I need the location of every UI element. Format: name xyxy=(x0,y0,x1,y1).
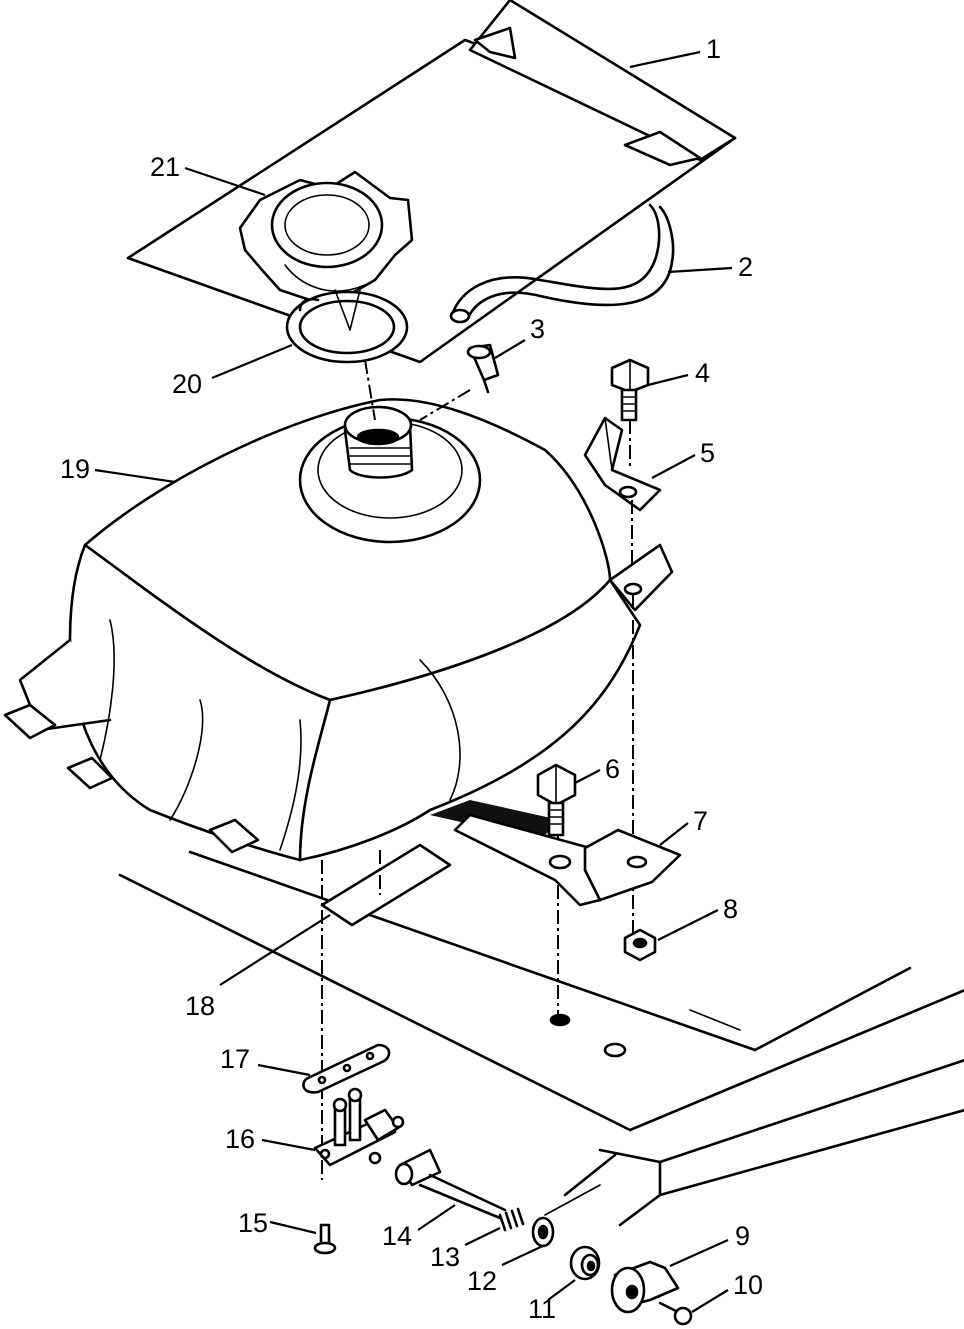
callout-2: 2 xyxy=(738,252,753,282)
frame-rails xyxy=(118,850,964,1227)
part-9-knob xyxy=(610,1260,680,1314)
callout-13: 13 xyxy=(430,1242,460,1272)
callout-7: 7 xyxy=(693,806,708,836)
callout-19: 19 xyxy=(60,454,90,484)
part-4-bolt xyxy=(610,358,650,470)
part-13-spring xyxy=(498,1207,525,1232)
part-17-plate xyxy=(302,1043,391,1094)
part-14-valve-stem xyxy=(394,1148,507,1220)
part-1-cover-pad xyxy=(126,0,737,364)
callout-17: 17 xyxy=(220,1044,250,1074)
callout-1: 1 xyxy=(706,34,721,64)
part-11-grommet xyxy=(569,1245,601,1281)
part-15-screw xyxy=(313,1223,337,1255)
callout-3: 3 xyxy=(530,314,545,344)
part-12-washer xyxy=(531,1216,555,1248)
part-16-fuel-valve xyxy=(313,1087,405,1167)
callout-20: 20 xyxy=(172,369,202,399)
part-8-nut xyxy=(623,928,657,962)
part-2-vent-hose xyxy=(449,203,675,324)
callout-12: 12 xyxy=(467,1266,497,1296)
callout-18: 18 xyxy=(185,991,215,1021)
leader-lines xyxy=(94,50,733,1313)
callout-16: 16 xyxy=(225,1124,255,1154)
callout-11: 11 xyxy=(528,1294,556,1324)
callout-14: 14 xyxy=(382,1221,412,1251)
part-7-lower-bracket xyxy=(453,813,682,907)
part-18-pad xyxy=(320,843,452,1180)
callout-4: 4 xyxy=(695,358,710,388)
callout-21: 21 xyxy=(150,152,180,182)
part-3-vent-fitting xyxy=(419,343,500,421)
part-19-fuel-tank xyxy=(3,398,642,862)
part-21-fuel-cap xyxy=(238,170,414,302)
callout-8: 8 xyxy=(723,894,738,924)
callout-10: 10 xyxy=(733,1270,763,1300)
part-20-cap-gasket xyxy=(285,289,409,421)
callout-15: 15 xyxy=(238,1208,268,1238)
part-10-screw xyxy=(658,1301,693,1326)
callout-6: 6 xyxy=(605,754,620,784)
callout-9: 9 xyxy=(735,1221,750,1251)
callout-5: 5 xyxy=(700,438,715,468)
callout-labels: 1 2 3 4 5 6 7 8 9 10 11 12 13 14 15 16 1… xyxy=(60,34,763,1324)
